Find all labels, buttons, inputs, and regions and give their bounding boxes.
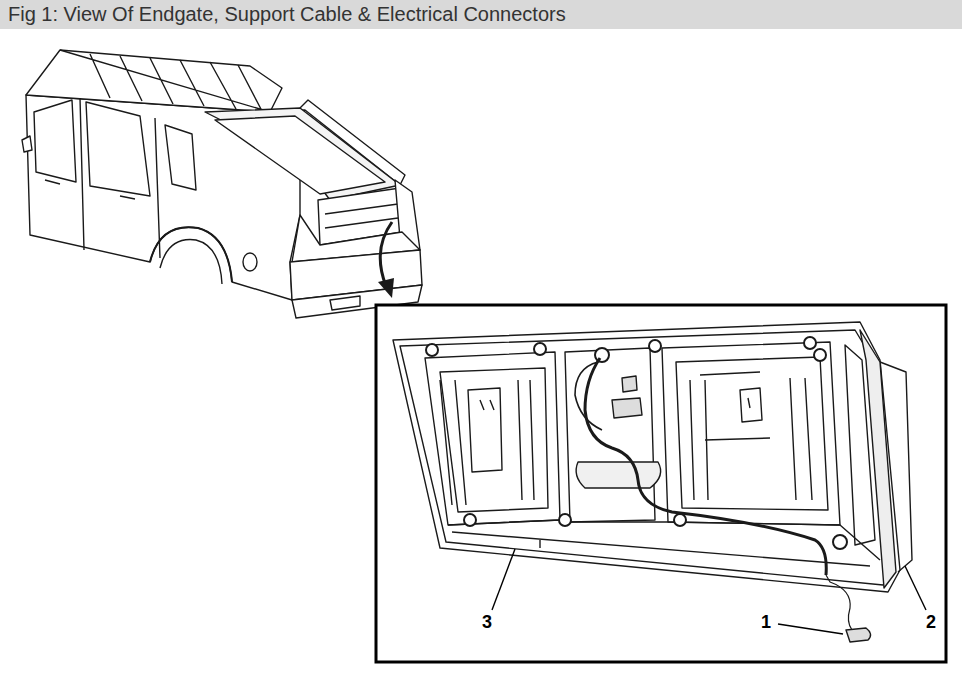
truck-drawing <box>22 50 422 318</box>
inset-frame <box>376 305 946 662</box>
callout-number: 2 <box>926 613 936 631</box>
figure-title: Fig 1: View Of Endgate, Support Cable & … <box>8 3 566 26</box>
pointer-arrowhead <box>378 278 394 298</box>
callout-number: 3 <box>482 613 492 631</box>
callout-number: 1 <box>761 613 771 631</box>
leader-lines <box>492 549 926 634</box>
endgate-drawing <box>393 322 912 642</box>
pointer-arrow <box>380 222 392 286</box>
